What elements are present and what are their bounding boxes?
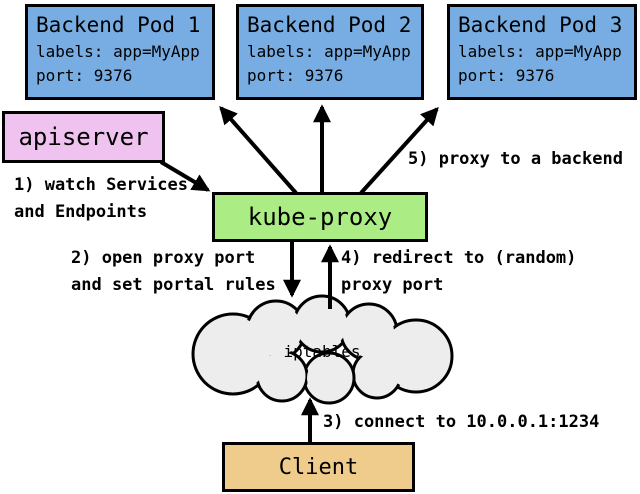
pod-title: Backend Pod 2 [247,13,412,37]
annotation-step1: 1) watch Services and Endpoints [14,175,188,222]
arrow-apiserver-to-kubeproxy [159,160,211,192]
annotation-step3: 3) connect to 10.0.0.1:1234 [323,412,600,432]
apiserver-box: apiserver [2,111,165,163]
pod-port: port: 9376 [36,66,133,85]
pod-title: Backend Pod 1 [36,13,201,37]
annotation-step2: 2) open proxy port and set portal rules [71,248,276,295]
annotation-step5: 5) proxy to a backend [408,149,623,169]
iptables-cloud [191,294,454,405]
client-label: Client [278,454,359,480]
arrow-kubeproxy-to-pod1 [219,105,298,195]
backend-pod-2-box: Backend Pod 2 labels: app=MyApp port: 93… [236,4,424,100]
iptables-label: iptables [283,342,361,361]
pod-labels: labels: app=MyApp [36,42,200,61]
pod-port: port: 9376 [247,66,344,85]
pod-labels: labels: app=MyApp [247,42,411,61]
kube-proxy-label: kube-proxy [247,203,393,231]
pod-port: port: 9376 [458,66,555,85]
pod-labels: labels: app=MyApp [458,42,622,61]
pod-title: Backend Pod 3 [458,13,623,37]
arrow-kubeproxy-to-pod3 [359,106,439,195]
kube-proxy-box: kube-proxy [212,192,428,242]
apiserver-label: apiserver [18,123,149,151]
annotation-step4: 4) redirect to (random) proxy port [341,248,577,295]
backend-pod-3-box: Backend Pod 3 labels: app=MyApp port: 93… [447,4,637,100]
backend-pod-1-box: Backend Pod 1 labels: app=MyApp port: 93… [25,4,215,100]
client-box: Client [222,442,415,492]
